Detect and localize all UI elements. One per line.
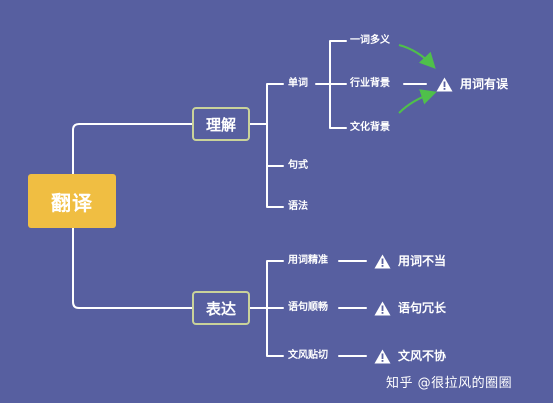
node-precise-wording: 用词精准 xyxy=(288,255,328,266)
node-polysemy: 一词多义 xyxy=(350,35,390,46)
branch-understand: 理解 xyxy=(192,107,250,141)
node-cultural-background: 文化背景 xyxy=(350,122,390,133)
result-text: 文风不协 xyxy=(398,349,447,363)
node-word: 单词 xyxy=(288,78,308,89)
warning-icon xyxy=(374,254,391,268)
watermark: 知乎 @很拉风的圈圈 xyxy=(386,376,513,391)
node-fitting-style: 文风贴切 xyxy=(288,350,328,361)
warning-icon xyxy=(374,301,391,315)
connector-root-branches xyxy=(72,123,193,309)
result-text: 用词不当 xyxy=(398,254,447,268)
result-improper-wording: 用词不当 xyxy=(374,253,446,269)
result-text: 用词有误 xyxy=(460,77,509,91)
connector-express-children xyxy=(249,260,284,357)
connector-understand-children xyxy=(249,83,284,208)
green-arrow-bottom xyxy=(398,89,437,114)
node-grammar: 语法 xyxy=(288,201,308,212)
node-smooth-sentences: 语句顺畅 xyxy=(288,302,328,313)
node-sentence: 句式 xyxy=(288,160,308,171)
root-node: 翻译 xyxy=(28,174,116,228)
result-word-misuse: 用词有误 xyxy=(436,76,508,92)
result-verbose-sentences: 语句冗长 xyxy=(374,300,446,316)
result-text: 语句冗长 xyxy=(398,301,447,315)
connector-word-children xyxy=(315,40,347,129)
node-industry-background: 行业背景 xyxy=(350,78,390,89)
warning-icon xyxy=(436,77,453,91)
warning-icon xyxy=(374,349,391,363)
green-arrow-top xyxy=(398,44,436,69)
branch-express: 表达 xyxy=(192,291,250,325)
result-inconsistent-style: 文风不协 xyxy=(374,348,446,364)
